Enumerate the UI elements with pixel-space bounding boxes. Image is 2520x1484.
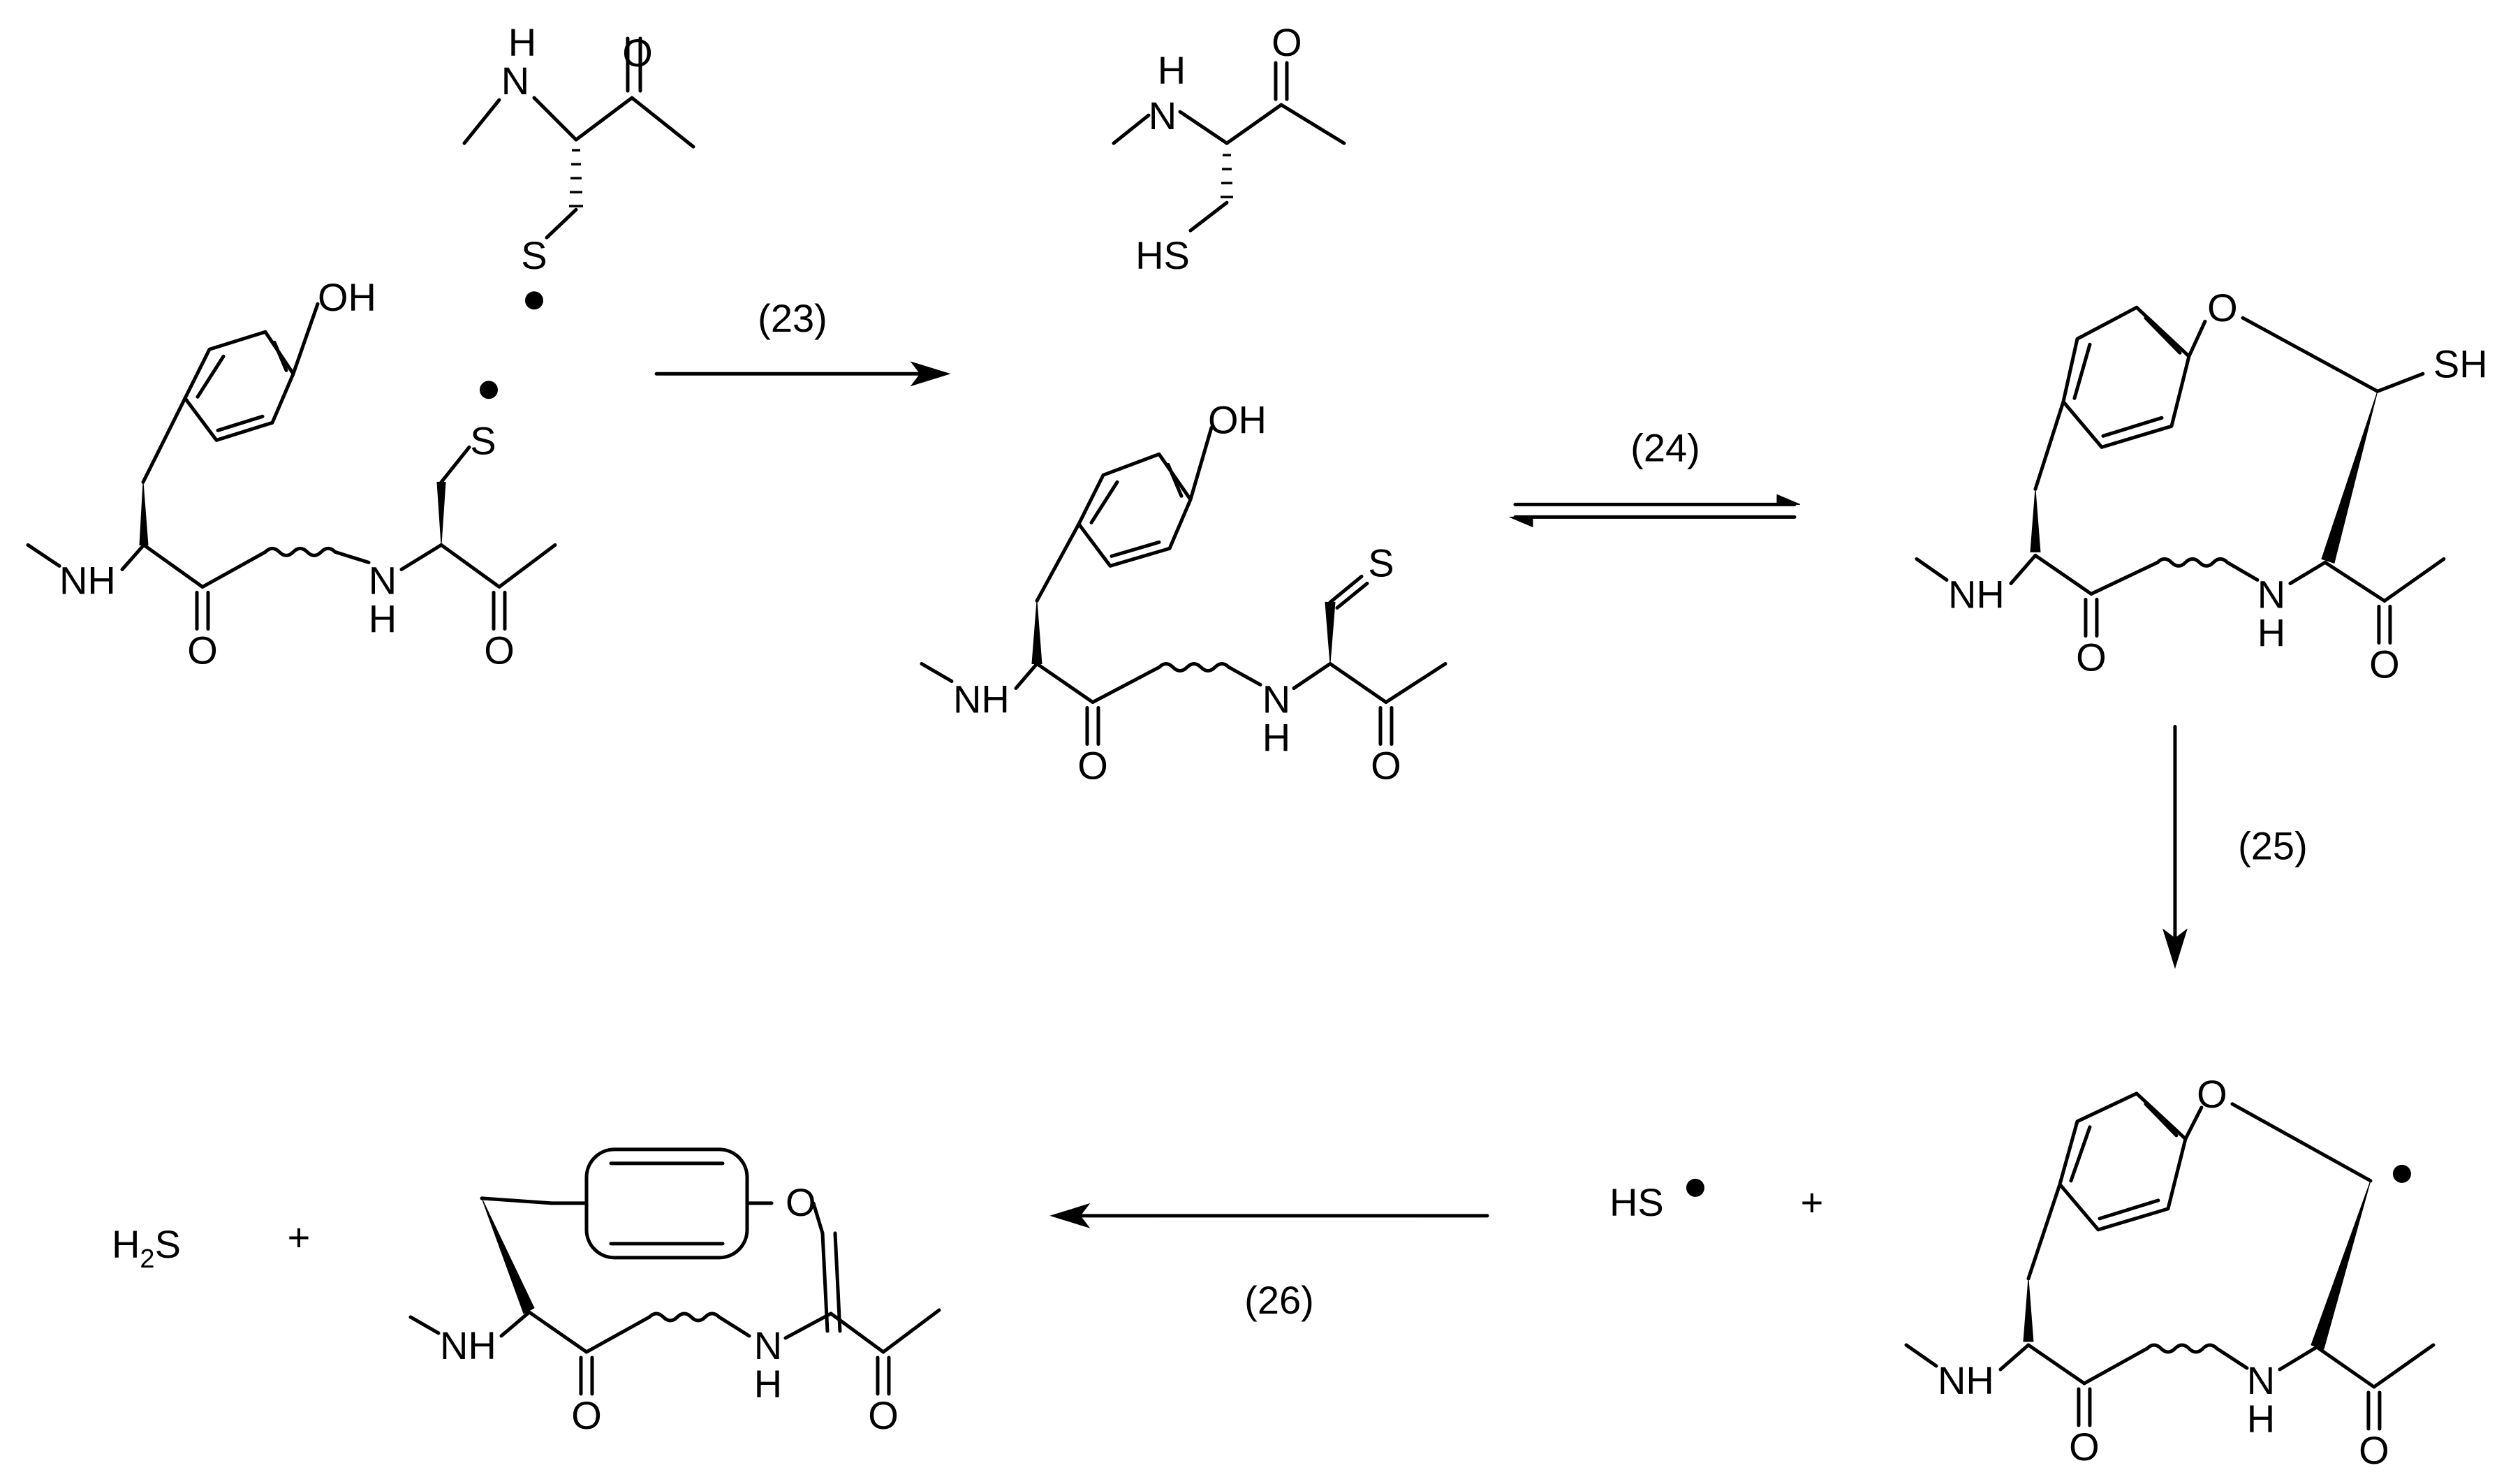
atom-label-s: S xyxy=(521,233,547,277)
plus-sign: + xyxy=(1801,1180,1824,1224)
atom-label-o: O xyxy=(1077,744,1108,788)
atom-label-o: O xyxy=(2076,635,2107,679)
atom-label-n: N xyxy=(501,59,529,103)
cysteine-thiol-residue: N H O HS xyxy=(1112,20,1346,277)
atom-label-nh: NH xyxy=(953,677,1010,721)
equilibrium-arrow-24: (24) xyxy=(1509,425,1801,528)
atom-label-nh: NH xyxy=(1948,572,2005,616)
h2s-h: H xyxy=(112,1222,140,1266)
hashed-bond xyxy=(1220,154,1233,198)
radical-dot xyxy=(2392,1164,2411,1183)
atom-label-o: O xyxy=(2359,1428,2389,1472)
hashed-bond xyxy=(568,149,583,207)
hs-radical-label: HS xyxy=(1609,1180,1664,1224)
atom-label-o: O xyxy=(1272,20,1302,64)
step-label: (26) xyxy=(1244,1278,1314,1322)
reaction-arrow-23: (23) xyxy=(654,296,951,387)
reaction-arrow-25: (25) xyxy=(2162,725,2308,969)
plus-sign: + xyxy=(288,1215,311,1259)
wavy-bond xyxy=(263,546,337,557)
atom-label-oh: OH xyxy=(318,275,376,319)
wavy-bond xyxy=(2145,1343,2219,1354)
atom-label-h: H xyxy=(369,596,397,640)
radical-dot xyxy=(524,291,543,310)
step-label: (25) xyxy=(2238,824,2308,868)
atom-label-o: O xyxy=(484,628,515,672)
atom-label-n: N xyxy=(754,1323,782,1367)
atom-label-h: H xyxy=(1262,716,1290,760)
step-label: (24) xyxy=(1630,425,1700,469)
cyclic-carbon-radical: O NH O N H O xyxy=(1904,1072,2436,1472)
peptide-tyrosine-cysteine-radical: OH NH O N H S O xyxy=(26,275,557,672)
atom-label-o: O xyxy=(2207,286,2238,330)
atom-label-h: H xyxy=(1158,48,1186,92)
wavy-bond xyxy=(1157,661,1231,673)
atom-label-n: N xyxy=(2247,1358,2275,1402)
wavy-bond xyxy=(647,1312,721,1323)
atom-label-n: N xyxy=(1149,94,1177,138)
atom-label-h: H xyxy=(2257,610,2285,654)
radical-dot xyxy=(1686,1178,1704,1197)
step-label: (23) xyxy=(758,296,827,340)
atom-label-sh: SH xyxy=(2433,341,2488,385)
atom-label-o: O xyxy=(2197,1072,2227,1116)
atom-label-s: S xyxy=(1368,541,1394,585)
wavy-bond xyxy=(2156,557,2230,568)
atom-label-n: N xyxy=(2257,572,2285,616)
atom-label-oh: OH xyxy=(1208,397,1267,441)
cyclic-thiohemiacetal: O SH NH O N H O xyxy=(1915,286,2488,686)
thiyl-radical-residue: N H O S xyxy=(462,20,695,310)
atom-label-h: H xyxy=(508,20,536,64)
reaction-arrow-26: (26) xyxy=(1049,1203,1489,1322)
atom-label-nh: NH xyxy=(1938,1358,1994,1402)
hydrogen-sulfide: H2S + xyxy=(112,1215,310,1274)
atom-label-o: O xyxy=(2069,1425,2100,1469)
h2s-label: H2S xyxy=(112,1222,181,1274)
atom-label-nh: NH xyxy=(440,1323,496,1367)
atom-label-o: O xyxy=(571,1393,602,1437)
atom-label-o: O xyxy=(187,628,218,672)
atom-label-s: S xyxy=(470,418,496,462)
atom-label-o: O xyxy=(786,1180,816,1224)
atom-label-hs: HS xyxy=(1135,233,1190,277)
para-phenylene-ring xyxy=(584,1147,749,1260)
peptide-thioaldehyde: OH NH O N H S O xyxy=(920,397,1447,788)
atom-label-o: O xyxy=(868,1393,899,1437)
atom-label-o: O xyxy=(1371,744,1401,788)
atom-label-n: N xyxy=(1262,677,1290,721)
crosslinked-enol-ether-peptide: O NH O N H O xyxy=(408,1147,941,1437)
atom-label-nh: NH xyxy=(59,558,116,602)
hydrosulfide-radical: HS + xyxy=(1609,1178,1824,1224)
atom-label-n: N xyxy=(369,558,397,602)
h2s-s: S xyxy=(155,1222,181,1266)
h2s-subscript: 2 xyxy=(140,1244,154,1274)
atom-label-o: O xyxy=(2369,642,2400,686)
atom-label-h: H xyxy=(754,1362,782,1406)
radical-dot xyxy=(479,381,498,399)
atom-label-h: H xyxy=(2247,1397,2275,1441)
